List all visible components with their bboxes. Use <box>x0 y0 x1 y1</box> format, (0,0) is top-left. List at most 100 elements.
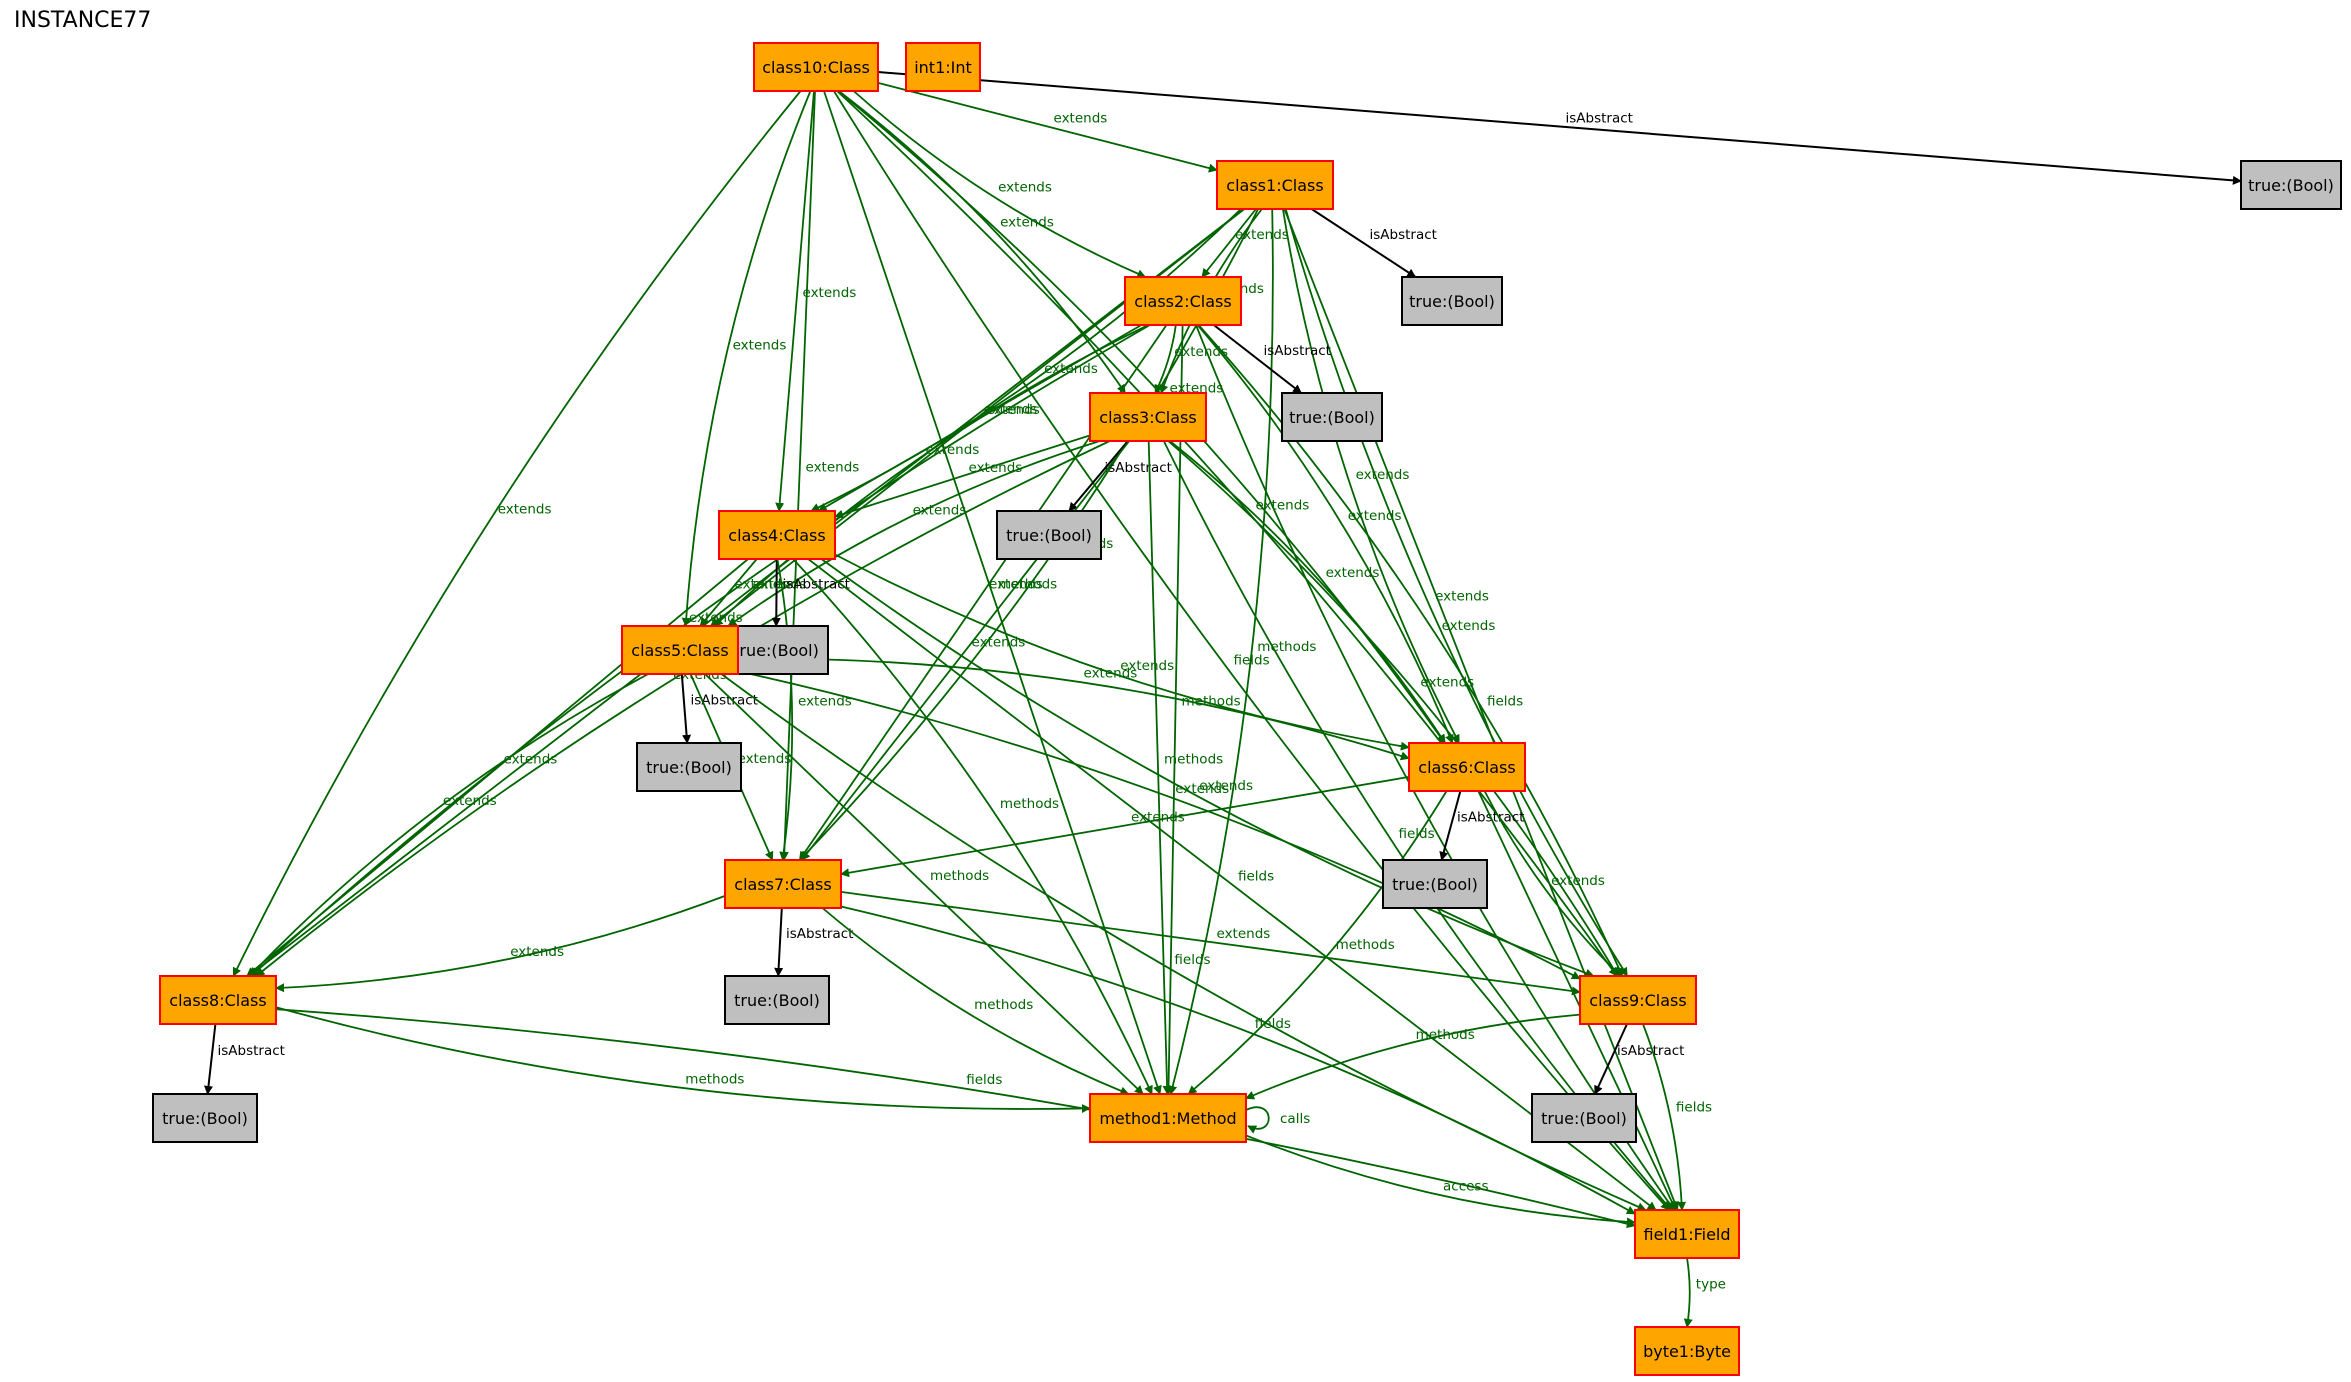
edge-class1-methods-method1: methods <box>1168 208 1316 1095</box>
node-b2[interactable]: true:(Bool) <box>1281 392 1383 442</box>
node-label: class1:Class <box>1226 176 1323 195</box>
edge-class4-extends-class7: extends <box>776 558 852 861</box>
node-label: true:(Bool) <box>2248 176 2334 195</box>
node-b10[interactable]: true:(Bool) <box>2240 160 2342 210</box>
node-class6[interactable]: class6:Class <box>1408 742 1526 792</box>
edge-field1-type-byte1: type <box>1683 1257 1726 1328</box>
edge-label: isAbstract <box>786 926 853 942</box>
edge-label: extends <box>1084 666 1138 682</box>
edge-line <box>1642 1023 1687 1211</box>
edge-line <box>771 558 781 627</box>
node-int1[interactable]: int1:Int <box>905 42 981 92</box>
edge-line <box>737 657 1410 761</box>
node-class7[interactable]: class7:Class <box>724 859 842 909</box>
node-box <box>1634 1209 1740 1259</box>
edge-class7-extends-class8: extends <box>275 895 726 993</box>
edge-line <box>776 558 794 861</box>
edge-label: extends <box>998 180 1052 196</box>
edge-label: extends <box>1054 111 1108 127</box>
edge-line <box>834 434 1091 519</box>
node-class9[interactable]: class9:Class <box>1579 975 1697 1025</box>
node-b6[interactable]: true:(Bool) <box>1382 859 1488 909</box>
node-class8[interactable]: class8:Class <box>159 975 277 1025</box>
node-b4[interactable]: true:(Bool) <box>723 625 829 675</box>
node-byte1[interactable]: byte1:Byte <box>1634 1326 1740 1376</box>
node-class3[interactable]: class3:Class <box>1089 392 1207 442</box>
edge-line <box>232 90 802 977</box>
edge-line <box>1477 790 1677 1211</box>
node-class5[interactable]: class5:Class <box>621 625 739 675</box>
edge-label: extends <box>689 610 743 626</box>
edge-label: fields <box>966 1072 1002 1088</box>
node-class2[interactable]: class2:Class <box>1124 276 1242 326</box>
edge-label: isAbstract <box>691 693 758 709</box>
node-box <box>1579 975 1697 1025</box>
nodes-layer: class10:Class int1:Int true:(Bool) class1:C… <box>152 42 2342 1376</box>
node-box <box>636 742 742 792</box>
edge-label: extends <box>798 693 852 709</box>
node-b3[interactable]: true:(Bool) <box>996 510 1102 560</box>
edge-line <box>275 1008 1636 1229</box>
node-class1[interactable]: class1:Class <box>1216 160 1334 210</box>
node-box <box>723 625 829 675</box>
edge-label: fields <box>1399 826 1435 842</box>
edge-class10-fields-field1: fields <box>833 90 1670 1211</box>
edge-line <box>840 776 1410 878</box>
edge-class10-extends-class9: extends <box>836 90 1618 977</box>
edge-label: fields <box>1234 652 1270 668</box>
edge-class3-extends-class5: extends <box>727 440 1101 627</box>
edge-line <box>820 558 1595 978</box>
node-b8[interactable]: true:(Bool) <box>152 1093 258 1143</box>
edge-line <box>1245 1013 1581 1100</box>
node-label: class6:Class <box>1418 758 1515 777</box>
edge-line <box>713 324 1149 627</box>
node-label: true:(Bool) <box>646 758 732 777</box>
node-box <box>1408 742 1526 792</box>
node-field1[interactable]: field1:Field <box>1634 1209 1740 1259</box>
edge-label: extends <box>1131 810 1185 826</box>
edge-label: extends <box>972 635 1026 651</box>
edge-method1-calls-method1: calls <box>1245 1106 1310 1134</box>
edge-label: extends <box>1199 778 1253 794</box>
edge-class3-extends-class6: extends <box>1169 440 1446 744</box>
edge-line <box>834 553 1410 751</box>
edge-line <box>699 558 758 627</box>
edge-line <box>838 90 1126 394</box>
node-b1[interactable]: true:(Bool) <box>1401 276 1503 326</box>
edge-line <box>1439 790 1462 861</box>
node-box <box>1089 392 1207 442</box>
edge-line <box>1196 324 1454 744</box>
node-method1[interactable]: method1:Method <box>1089 1093 1247 1143</box>
node-b9[interactable]: true:(Bool) <box>1531 1093 1637 1143</box>
edge-line <box>1282 208 1460 744</box>
node-class4[interactable]: class4:Class <box>718 510 836 560</box>
node-label: true:(Bool) <box>1392 875 1478 894</box>
node-box <box>724 859 842 909</box>
edge-class10-extends-class3: extends <box>838 90 1126 394</box>
edge-line <box>779 90 816 861</box>
edge-class7-extends-class9: extends <box>840 891 1581 996</box>
node-b5[interactable]: true:(Bool) <box>636 742 742 792</box>
node-class10[interactable]: class10:Class <box>753 42 879 92</box>
edge-label: fields <box>1174 952 1210 968</box>
edge-class3-extends-class4: extends <box>834 434 1091 519</box>
edge-class4-extends-class9: extends <box>820 558 1595 978</box>
node-box <box>724 975 830 1025</box>
edge-class10-extends-class8: extends <box>232 90 802 977</box>
edge-class3-extends-class8: extends <box>255 440 1111 977</box>
edge-label: fields <box>1238 869 1274 885</box>
edge-line <box>704 673 1144 1095</box>
edge-line <box>1068 440 1129 512</box>
edge-class3-isAbstract-b3: isAbstract <box>1068 440 1172 512</box>
edge-line <box>1245 1134 1636 1227</box>
edge-label: methods <box>1257 639 1316 655</box>
node-box <box>2240 160 2342 210</box>
node-box <box>1531 1093 1637 1143</box>
edge-label: extends <box>1000 215 1054 231</box>
edge-label: extends <box>733 338 787 354</box>
edge-label: extends <box>510 944 564 960</box>
edge-line <box>680 673 692 744</box>
node-b7[interactable]: true:(Bool) <box>724 975 830 1025</box>
edge-line <box>1169 440 1446 744</box>
node-label: true:(Bool) <box>733 641 819 660</box>
